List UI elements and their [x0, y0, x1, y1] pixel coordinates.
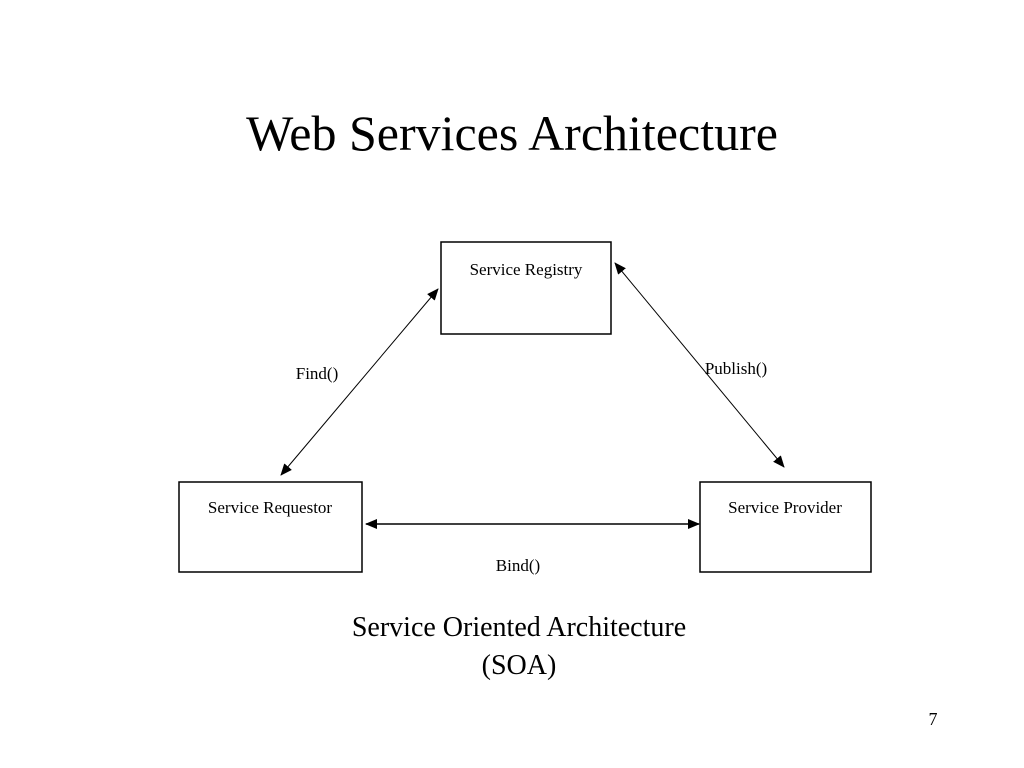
- caption-line-2: (SOA): [481, 650, 557, 681]
- service-requestor-label: Service Requestor: [208, 498, 332, 517]
- page-number: 7: [928, 709, 938, 729]
- service-registry-label: Service Registry: [470, 260, 583, 279]
- service-provider-box: [699, 481, 872, 573]
- service-requestor-box: [178, 481, 363, 573]
- service-registry-node: Service Registry: [440, 241, 612, 335]
- service-requestor-node: Service Requestor: [178, 481, 363, 573]
- publish-arrow: [614, 262, 785, 468]
- service-provider-label: Service Provider: [728, 498, 842, 517]
- find-label: Find(): [296, 364, 339, 383]
- service-provider-node: Service Provider: [699, 481, 872, 573]
- find-arrow: [280, 288, 439, 476]
- caption-line-1: Service Oriented Architecture: [351, 612, 687, 643]
- diagram-caption: Service Oriented Architecture (SOA): [0, 609, 1024, 685]
- publish-label: Publish(): [705, 359, 767, 378]
- bind-label: Bind(): [496, 556, 540, 575]
- service-registry-box: [440, 241, 612, 335]
- slide-title: Web Services Architecture: [246, 105, 778, 161]
